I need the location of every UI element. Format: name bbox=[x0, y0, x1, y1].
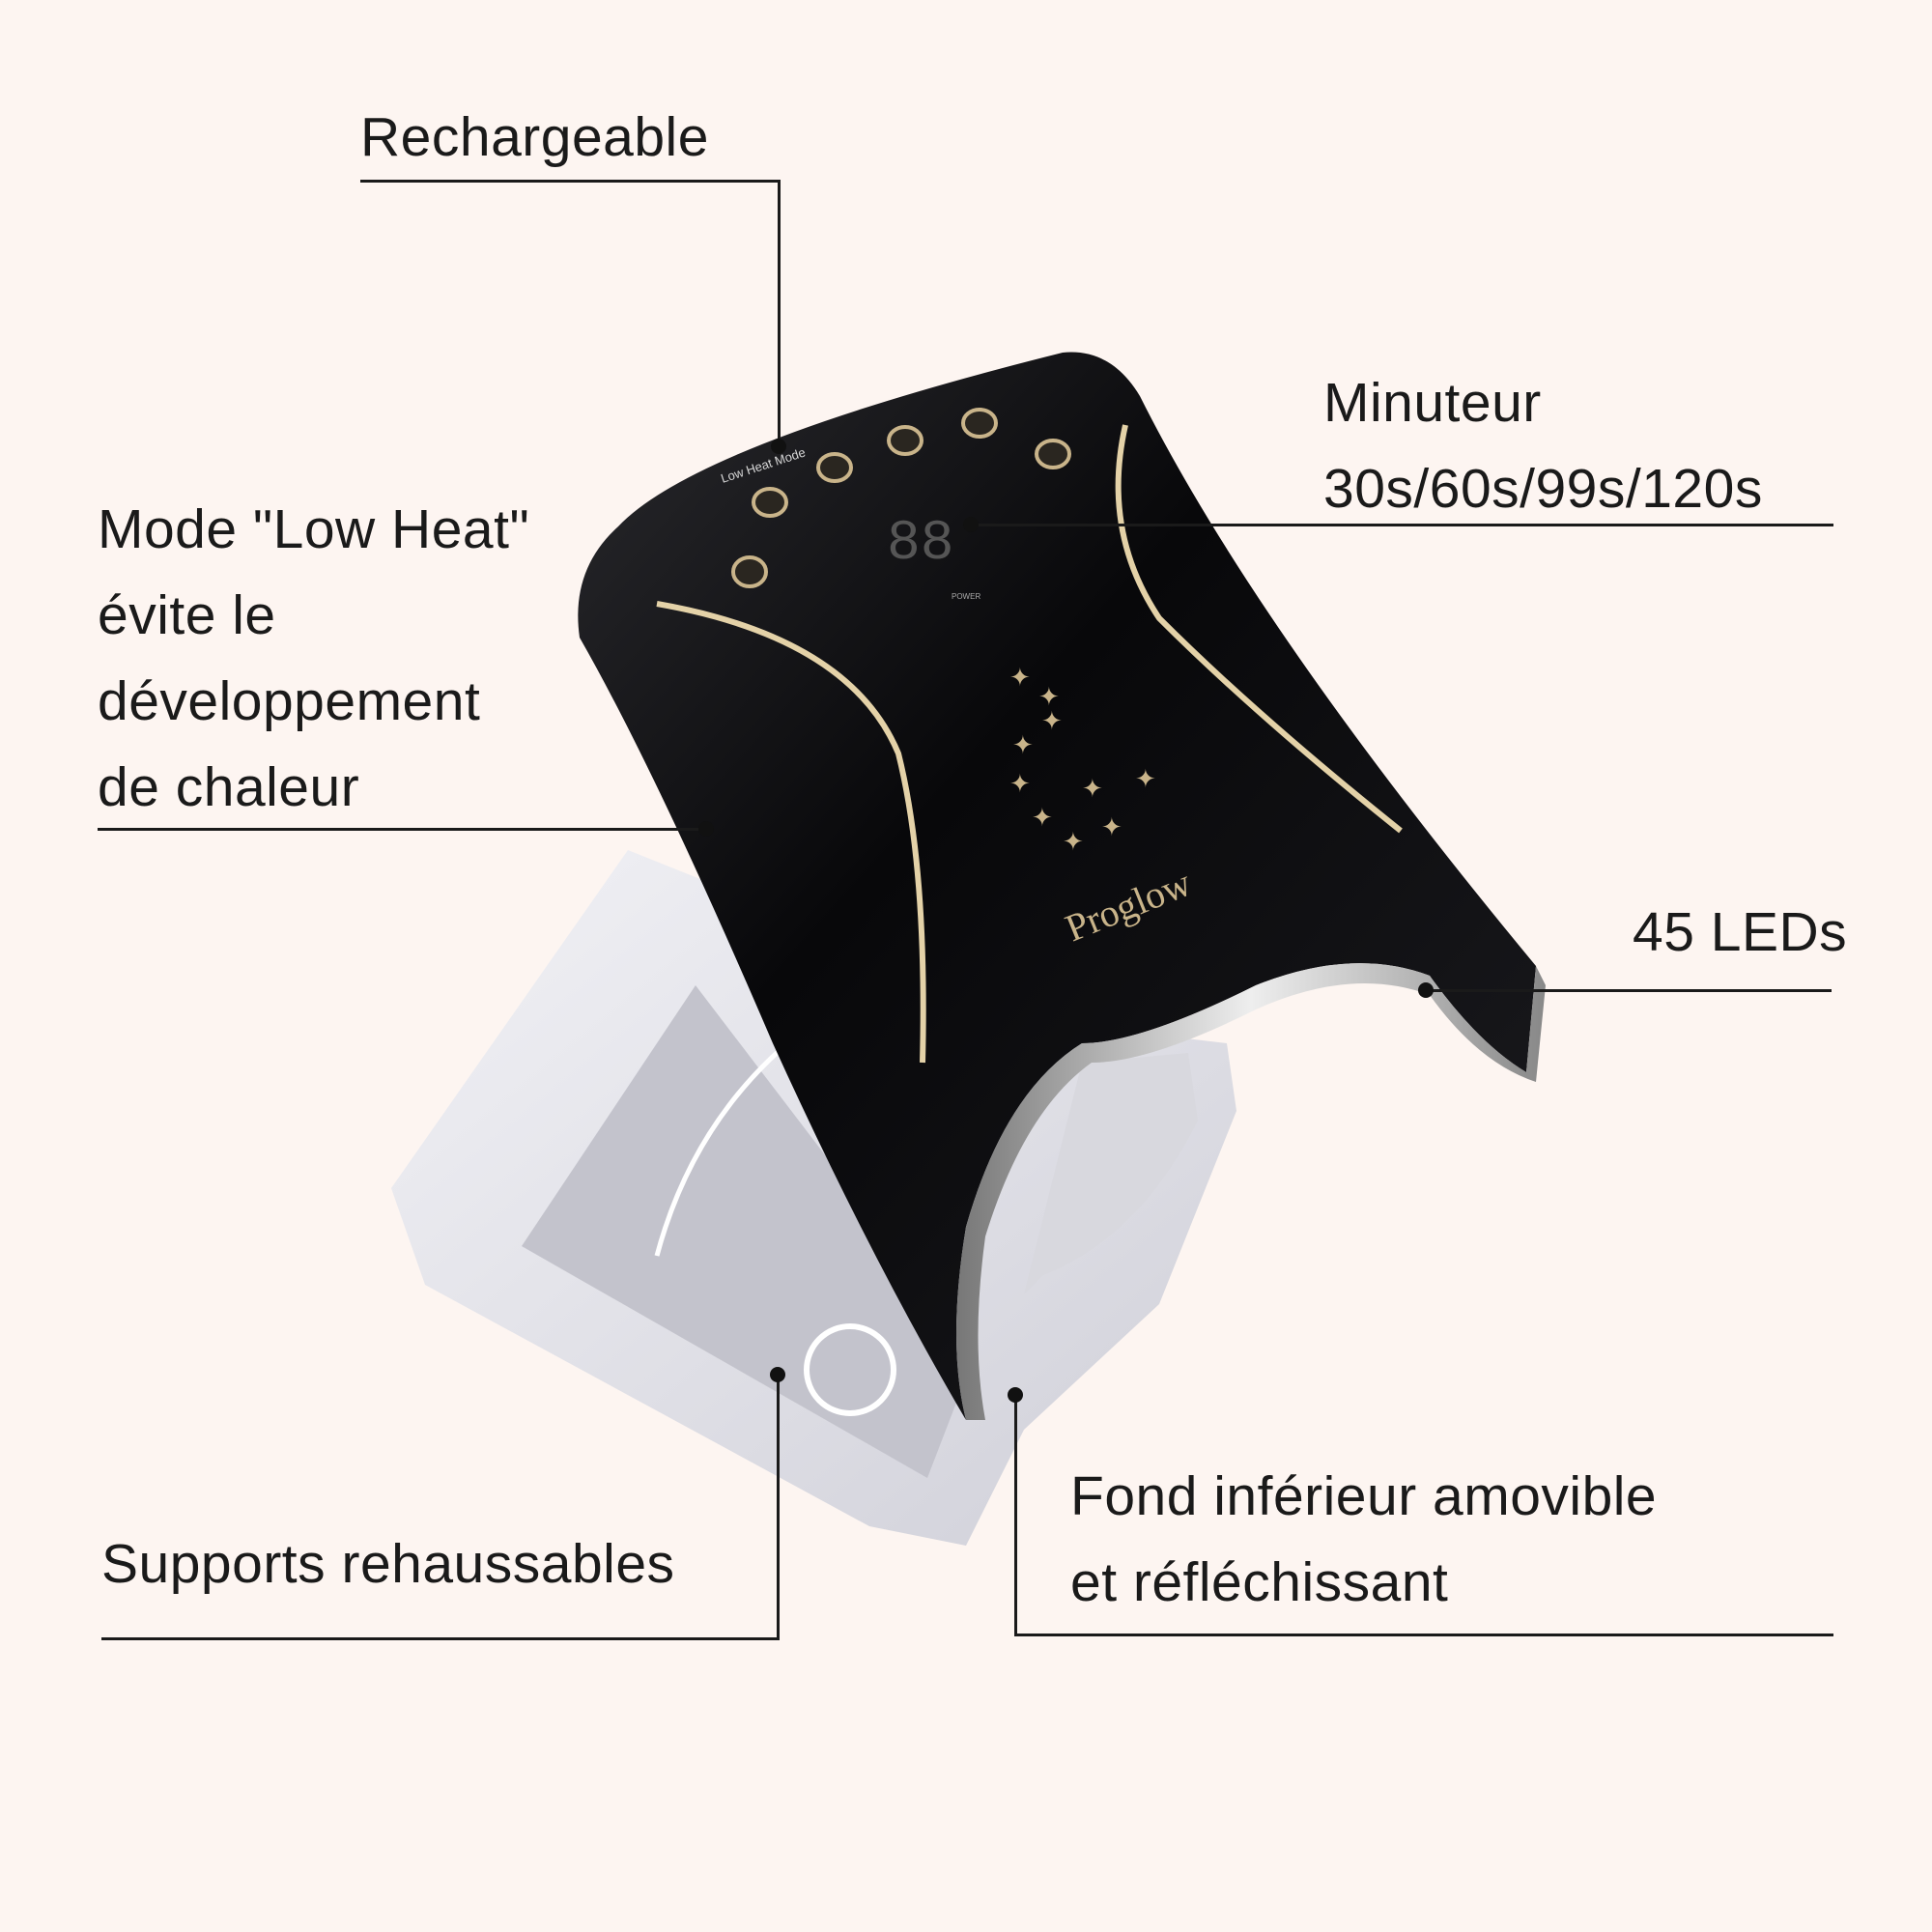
callout-line bbox=[1014, 1395, 1017, 1636]
callout-dot bbox=[1418, 982, 1434, 998]
svg-text:✦: ✦ bbox=[1009, 664, 1031, 693]
reflective-tray bbox=[522, 985, 976, 1478]
callout-supports: Supports rehaussables bbox=[101, 1533, 675, 1595]
callout-rechargeable: Rechargeable bbox=[360, 106, 709, 168]
callout-dot bbox=[698, 821, 714, 837]
callout-low-heat-3: développement bbox=[98, 670, 481, 732]
callout-bottom-1: Fond inférieur amovible bbox=[1070, 1465, 1658, 1527]
svg-text:✦: ✦ bbox=[1012, 731, 1034, 760]
callout-low-heat-1: Mode "Low Heat" bbox=[98, 498, 530, 560]
svg-text:✦: ✦ bbox=[1063, 828, 1084, 857]
callout-line bbox=[777, 1375, 780, 1640]
callout-dot bbox=[771, 439, 786, 454]
svg-text:✦: ✦ bbox=[1009, 770, 1031, 799]
svg-text:✦: ✦ bbox=[1135, 765, 1156, 794]
svg-text:✦: ✦ bbox=[1082, 775, 1103, 804]
callout-bottom-2: et réfléchissant bbox=[1070, 1551, 1449, 1613]
callout-dot bbox=[963, 517, 979, 532]
svg-text:✦: ✦ bbox=[1041, 707, 1063, 736]
callout-timer-values: 30s/60s/99s/120s bbox=[1323, 458, 1763, 520]
callout-low-heat-2: évite le bbox=[98, 584, 276, 646]
lamp-body bbox=[578, 352, 1536, 1421]
callout-line bbox=[778, 180, 781, 446]
callout-line bbox=[1426, 989, 1832, 992]
button-circle bbox=[804, 1323, 896, 1416]
callout-line bbox=[98, 828, 706, 831]
callout-dot bbox=[1008, 1387, 1023, 1403]
display-readout: 88 bbox=[887, 513, 954, 576]
svg-text:✦: ✦ bbox=[1038, 683, 1060, 712]
callout-leds: 45 LEDs bbox=[1633, 901, 1848, 963]
svg-text:✦: ✦ bbox=[1032, 804, 1053, 833]
callout-line bbox=[1014, 1634, 1833, 1636]
power-label: POWER bbox=[952, 592, 980, 601]
svg-text:✦: ✦ bbox=[1101, 813, 1122, 842]
callout-low-heat-4: de chaleur bbox=[98, 756, 360, 818]
callout-line bbox=[101, 1637, 780, 1640]
callout-line bbox=[360, 180, 780, 183]
callout-dot bbox=[770, 1367, 785, 1382]
callout-line bbox=[971, 524, 1833, 526]
callout-timer-title: Minuteur bbox=[1323, 372, 1542, 434]
